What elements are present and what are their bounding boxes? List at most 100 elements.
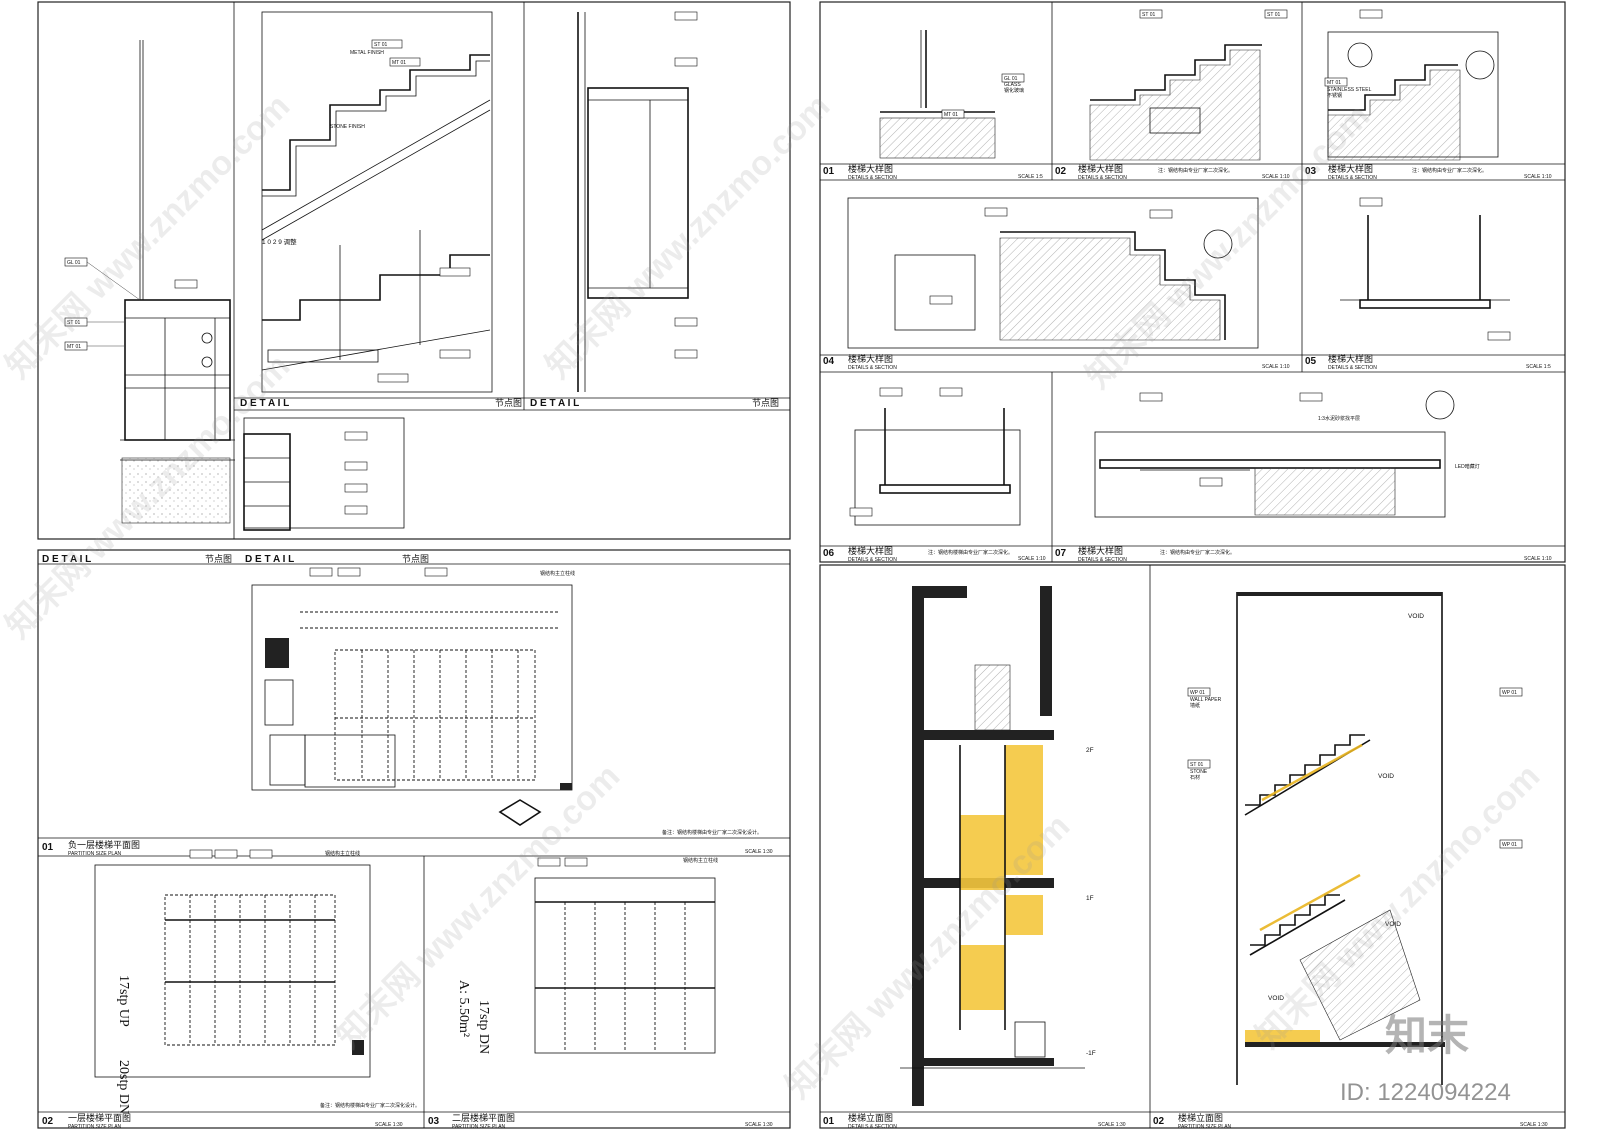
svg-text:SCALE 1:30: SCALE 1:30 xyxy=(375,1122,403,1128)
svg-text:DETAILS & SECTION: DETAILS & SECTION xyxy=(848,365,897,371)
svg-text:楼梯立面图: 楼梯立面图 xyxy=(848,1112,893,1123)
svg-text:WP 01: WP 01 xyxy=(1502,690,1517,696)
svg-text:楼梯大样图: 楼梯大样图 xyxy=(848,163,893,174)
right-detail-05-title: 05 楼梯大样图 DETAILS & SECTION SCALE 1:5 xyxy=(1305,353,1551,371)
svg-text:D E T A I L: D E T A I L xyxy=(42,554,91,565)
svg-text:楼梯大样图: 楼梯大样图 xyxy=(1328,353,1373,364)
plan-b1-title: 01 负一层楼梯平面图 PARTITION SIZE PLAN SCALE 1:… xyxy=(42,829,773,857)
svg-text:2F: 2F xyxy=(1086,747,1094,754)
svg-text:注：钢结构由专业厂家二次深化。: 注：钢结构由专业厂家二次深化。 xyxy=(1160,549,1235,556)
right-detail-07-title: 07 楼梯大样图 DETAILS & SECTION 注：钢结构由专业厂家二次深… xyxy=(1055,545,1552,563)
svg-text:DETAILS & SECTION: DETAILS & SECTION xyxy=(1078,557,1127,563)
svg-text:ST 01: ST 01 xyxy=(1190,762,1203,768)
svg-text:SCALE 1:10: SCALE 1:10 xyxy=(1524,174,1552,180)
plan-1f-up-label: 17stp UP xyxy=(116,975,131,1027)
svg-text:MT 01: MT 01 xyxy=(392,60,406,66)
svg-text:-1F: -1F xyxy=(1086,1050,1096,1057)
sheet-top-right xyxy=(819,1,1566,563)
material-tag-labels: GL 01 ST 01 MT 01 ST 01 MT 01 METAL FINI… xyxy=(67,12,1517,864)
right-detail-04-drawing xyxy=(847,197,1259,349)
svg-text:负一层楼梯平面图: 负一层楼梯平面图 xyxy=(68,839,140,850)
svg-text:GLASS: GLASS xyxy=(1004,82,1021,88)
detail-03-section xyxy=(577,11,698,392)
svg-text:楼梯大样图: 楼梯大样图 xyxy=(1078,163,1123,174)
svg-text:墙纸: 墙纸 xyxy=(1190,702,1200,709)
svg-text:SCALE 1:10: SCALE 1:10 xyxy=(1262,174,1290,180)
svg-text:1:3水泥砂浆找平层: 1:3水泥砂浆找平层 xyxy=(1318,415,1360,422)
svg-text:SCALE 1:5: SCALE 1:5 xyxy=(1526,364,1551,370)
svg-text:楼梯大样图: 楼梯大样图 xyxy=(1328,163,1373,174)
svg-text:METAL FINISH: METAL FINISH xyxy=(350,50,384,56)
svg-text:注：钢结构由专业厂家二次深化。: 注：钢结构由专业厂家二次深化。 xyxy=(1158,167,1233,174)
plan-1f-dn-label: 20stp DN xyxy=(116,1060,131,1114)
svg-text:03: 03 xyxy=(428,1116,440,1127)
detail-04-stack xyxy=(243,417,405,531)
left-tall-section xyxy=(64,40,235,524)
elevation-01-drawing: 2F 1F -1F xyxy=(900,586,1096,1106)
brand-logo: 知末 xyxy=(1385,1012,1469,1059)
svg-text:注：钢结构由专业厂家二次深化。: 注：钢结构由专业厂家二次深化。 xyxy=(1412,167,1487,174)
svg-text:GL 01: GL 01 xyxy=(1004,76,1018,82)
svg-text:D E T A I L: D E T A I L xyxy=(530,398,579,409)
svg-text:LED暗藏灯: LED暗藏灯 xyxy=(1455,463,1480,470)
svg-text:PARTITION SIZE PLAN: PARTITION SIZE PLAN xyxy=(68,851,122,857)
plan-2f-area-label: A: 5.50m² xyxy=(456,980,471,1037)
right-detail-02-drawing xyxy=(1089,9,1288,161)
svg-text:1F: 1F xyxy=(1086,895,1094,902)
plan-2f-title: 03 二层楼梯平面图 PARTITION SIZE PLAN SCALE 1:3… xyxy=(428,1112,773,1130)
svg-text:WP 01: WP 01 xyxy=(1190,690,1205,696)
svg-text:SCALE 1:30: SCALE 1:30 xyxy=(1098,1122,1126,1128)
svg-text:一层楼梯平面图: 一层楼梯平面图 xyxy=(68,1112,131,1123)
right-detail-06-drawing xyxy=(849,387,1021,526)
plan-b1-drawing xyxy=(251,567,573,826)
svg-text:楼梯大样图: 楼梯大样图 xyxy=(1078,545,1123,556)
svg-text:WALL PAPER: WALL PAPER xyxy=(1190,697,1222,703)
svg-text:D E T A I L: D E T A I L xyxy=(245,554,294,565)
right-detail-03-drawing xyxy=(1324,9,1499,161)
image-id-label: ID: 1224094224 xyxy=(1340,1079,1511,1106)
svg-text:钢结构主立柱线: 钢结构主立柱线 xyxy=(683,857,718,864)
svg-text:02: 02 xyxy=(1153,1116,1165,1127)
svg-text:ST 01: ST 01 xyxy=(1267,12,1280,18)
svg-text:注：钢结构楼梯由专业厂家二次深化。: 注：钢结构楼梯由专业厂家二次深化。 xyxy=(928,549,1013,556)
svg-text:02: 02 xyxy=(42,1116,54,1127)
svg-text:钢结构主立柱线: 钢结构主立柱线 xyxy=(325,850,360,857)
adjust-note: 1 0 2 9 调整 xyxy=(262,237,297,246)
detail-title-04: D E T A I L 节点图 xyxy=(245,554,429,565)
right-detail-titles: 01 楼梯大样图 DETAILS & SECTION SCALE 1:5 02 … xyxy=(823,163,1552,563)
svg-text:PARTITION SIZE PLAN: PARTITION SIZE PLAN xyxy=(1178,1124,1232,1130)
svg-text:02: 02 xyxy=(1055,166,1067,177)
svg-text:05: 05 xyxy=(1305,356,1317,367)
svg-text:SCALE 1:30: SCALE 1:30 xyxy=(745,1122,773,1128)
svg-text:ST 01: ST 01 xyxy=(67,320,80,326)
plan-1f-title: 02 一层楼梯平面图 PARTITION SIZE PLAN SCALE 1:3… xyxy=(42,1102,420,1130)
svg-text:DETAILS & SECTION: DETAILS & SECTION xyxy=(1328,365,1377,371)
detail-title-01: D E T A I L 节点图 xyxy=(42,554,232,565)
svg-text:DETAILS & SECTION: DETAILS & SECTION xyxy=(1328,175,1377,181)
svg-text:SCALE 1:5: SCALE 1:5 xyxy=(1018,174,1043,180)
svg-text:STAINLESS STEEL: STAINLESS STEEL xyxy=(1327,87,1372,93)
svg-text:DETAILS & SECTION: DETAILS & SECTION xyxy=(848,175,897,181)
svg-text:石材: 石材 xyxy=(1190,774,1200,781)
svg-text:ST 01: ST 01 xyxy=(374,42,387,48)
svg-text:楼梯立面图: 楼梯立面图 xyxy=(1178,1112,1223,1123)
svg-text:备注：钢结构楼梯由专业厂家二次深化设计。: 备注：钢结构楼梯由专业厂家二次深化设计。 xyxy=(320,1102,420,1109)
svg-text:01: 01 xyxy=(823,166,835,177)
svg-text:MT 01: MT 01 xyxy=(67,344,81,350)
right-detail-04-title: 04 楼梯大样图 DETAILS & SECTION SCALE 1:10 xyxy=(823,353,1290,371)
right-detail-03-title: 03 楼梯大样图 DETAILS & SECTION 注：钢结构由专业厂家二次深… xyxy=(1305,163,1552,181)
right-detail-06-title: 06 楼梯大样图 DETAILS & SECTION 注：钢结构楼梯由专业厂家二… xyxy=(823,545,1046,563)
svg-text:SCALE 1:30: SCALE 1:30 xyxy=(1520,1122,1548,1128)
detail-title-02: D E T A I L 节点图 xyxy=(240,398,522,409)
svg-text:SCALE 1:30: SCALE 1:30 xyxy=(745,849,773,855)
svg-text:DETAILS & SECTION: DETAILS & SECTION xyxy=(848,557,897,563)
svg-text:知末网 www.znzmo.com: 知末网 www.znzmo.com xyxy=(0,87,297,385)
svg-text:楼梯大样图: 楼梯大样图 xyxy=(848,545,893,556)
svg-text:07: 07 xyxy=(1055,548,1067,559)
svg-text:PARTITION SIZE PLAN: PARTITION SIZE PLAN xyxy=(452,1124,506,1130)
plan-1f-drawing: 17stp UP 20stp DN xyxy=(94,849,371,1114)
right-detail-02-title: 02 楼梯大样图 DETAILS & SECTION 注：钢结构由专业厂家二次深… xyxy=(1055,163,1290,181)
svg-text:PARTITION SIZE PLAN: PARTITION SIZE PLAN xyxy=(68,1124,122,1130)
detail-title-03: D E T A I L 节点图 xyxy=(530,398,779,409)
